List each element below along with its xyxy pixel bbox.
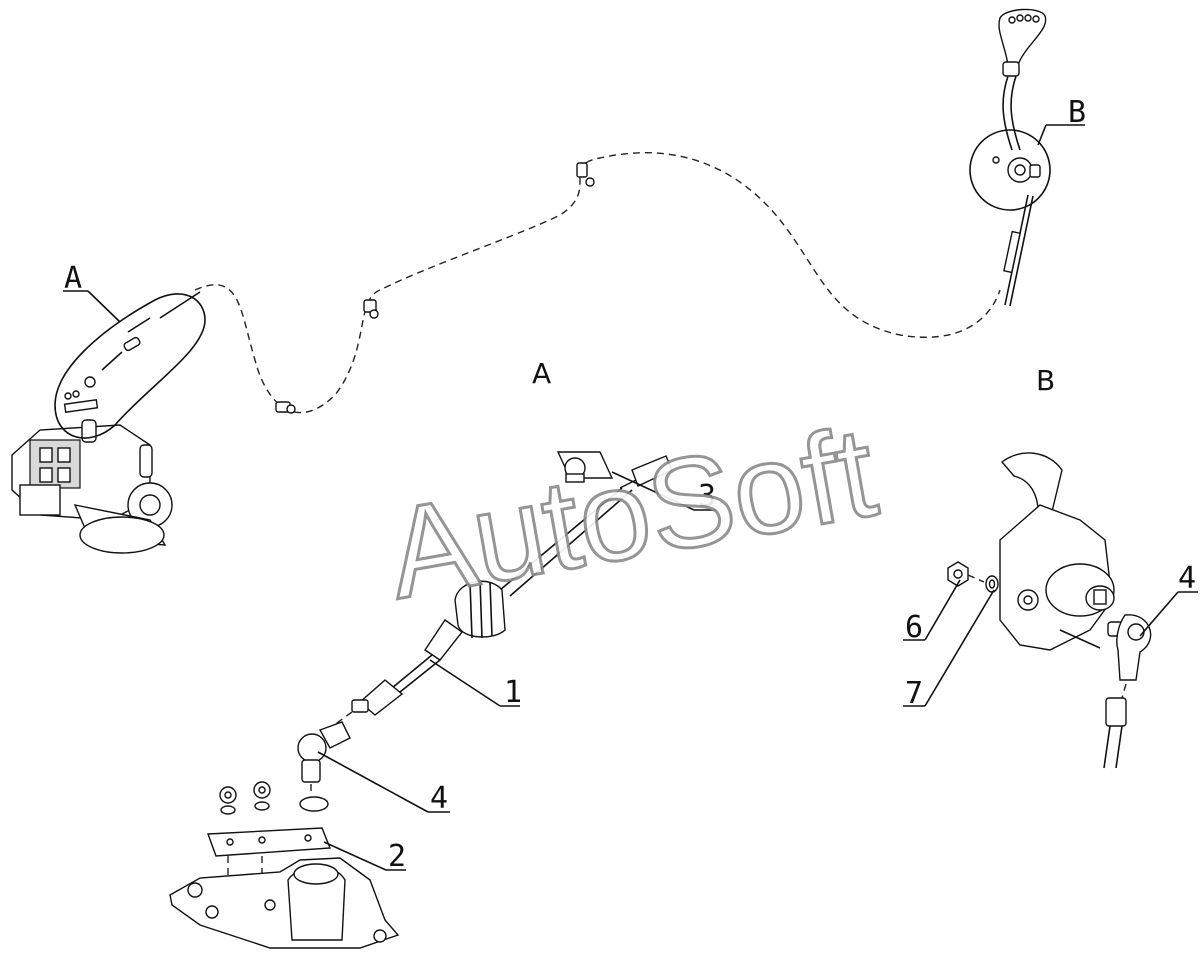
mounting-plate-2 [207, 827, 332, 857]
ball-joint-4-b [1107, 614, 1152, 681]
leader-plate-2 [323, 841, 387, 871]
hex-nut-6 [947, 561, 969, 587]
nut-left [219, 786, 237, 804]
pump-assembly [11, 419, 173, 554]
overview-label-a: A [64, 261, 82, 296]
flat-washer [299, 796, 329, 812]
detail-callout-b-circle [969, 129, 1051, 211]
pump-housing-detail [169, 857, 400, 949]
detail-b-title: B [1036, 364, 1055, 397]
shift-lever-bracket [999, 452, 1115, 651]
cable-end-b [1003, 194, 1034, 307]
overview-label-b: B [1068, 95, 1086, 130]
leader-cable-1 [429, 659, 501, 707]
washer-right [254, 801, 270, 811]
route-clip-3 [576, 162, 595, 187]
cable-end-rod-b [1103, 697, 1127, 769]
leader-ball-joint-4-a [317, 751, 429, 813]
shift-lever-handle [998, 8, 1047, 151]
detail-callout-a-outline [54, 291, 206, 439]
callout-4-b: 4 [1178, 561, 1196, 596]
callout-4-a: 4 [430, 781, 448, 816]
shift-lever-base [992, 156, 1041, 183]
leader-ball-joint-4-b [1139, 591, 1179, 637]
route-clip-2 [363, 299, 379, 319]
clamp-3 [556, 451, 614, 483]
cable-route-dashed [194, 152, 1001, 414]
washer-left [220, 805, 236, 815]
nut-right [253, 781, 271, 799]
leader-nut-6 [924, 579, 961, 641]
route-clip-1 [275, 401, 296, 414]
leader-washer-7 [924, 589, 995, 707]
control-cable-1 [351, 455, 673, 716]
callout-2: 2 [388, 839, 406, 874]
leader-clamp-3 [611, 471, 695, 511]
callout-6: 6 [905, 610, 923, 645]
watermark-text: AutoSoft [377, 400, 885, 626]
callout-7: 7 [905, 676, 923, 711]
callout-3: 3 [698, 479, 716, 514]
spring-washer-7 [985, 575, 999, 593]
callout-1: 1 [504, 675, 522, 710]
ball-joint-4-a [297, 721, 351, 783]
detail-a-title: A [532, 357, 551, 390]
